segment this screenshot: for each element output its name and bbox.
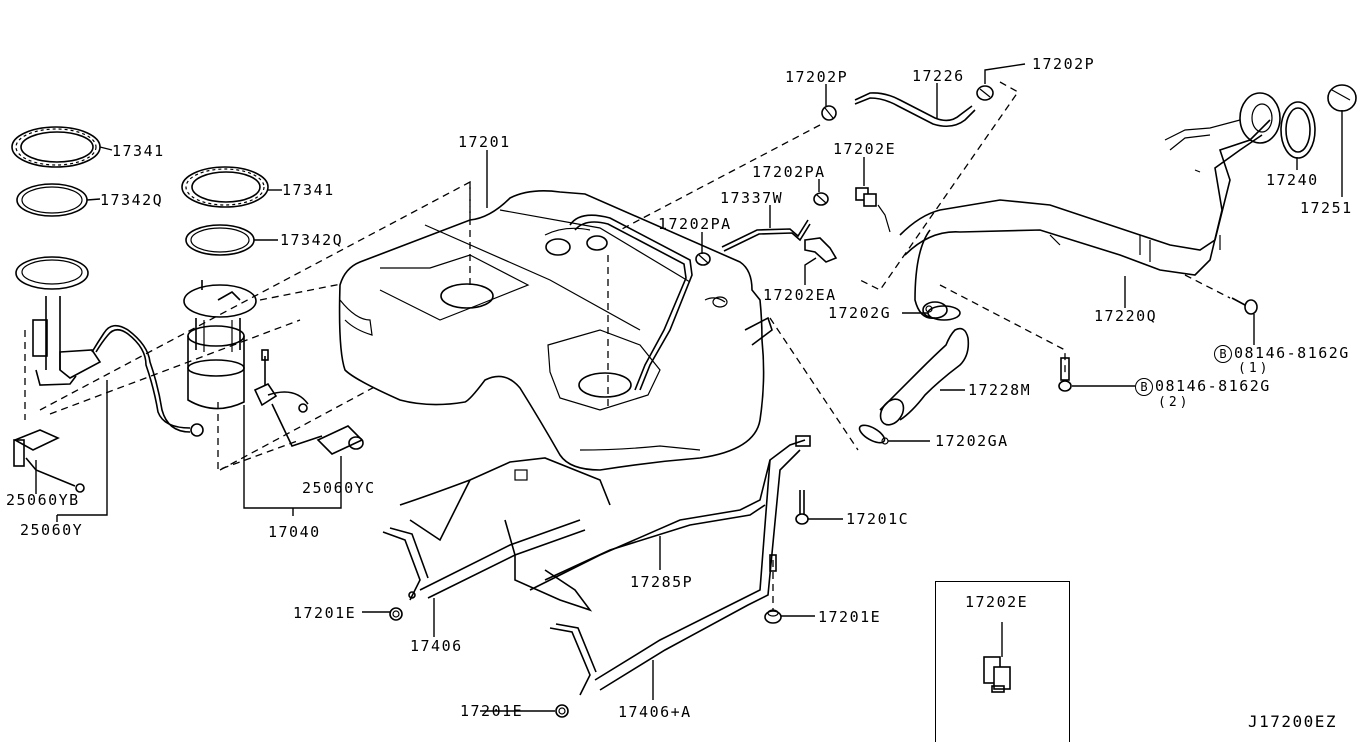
seal-17342q-center[interactable] <box>185 224 255 256</box>
tank-band-17406a[interactable] <box>549 435 811 696</box>
fuel-tank-17201[interactable] <box>338 182 773 471</box>
leader-lines <box>35 63 1343 712</box>
inset-label-17202e[interactable]: 17202E <box>965 593 1029 611</box>
bolt-08146-8162g-1[interactable] <box>1184 274 1258 315</box>
heat-insulator-17285p[interactable] <box>399 457 771 612</box>
label-17202g[interactable]: 17202G <box>828 304 892 322</box>
hose-17226[interactable] <box>854 92 976 128</box>
seal-17342q-left[interactable] <box>16 183 88 217</box>
bolt-b-icon: B <box>1135 378 1153 396</box>
label-25060yc[interactable]: 25060YC <box>302 479 376 497</box>
label-17337w[interactable]: 17337W <box>720 189 784 207</box>
label-17220q[interactable]: 17220Q <box>1094 307 1158 325</box>
label-17406a[interactable]: 17406+A <box>618 703 692 721</box>
label-17342q-left[interactable]: 17342Q <box>100 191 164 209</box>
nut-17201e-right[interactable] <box>764 609 782 624</box>
inset-clip-artwork <box>983 622 1011 693</box>
clamp-17202p-left[interactable] <box>821 105 837 121</box>
label-25060y[interactable]: 25060Y <box>20 521 84 539</box>
lock-ring-17341-left[interactable] <box>11 126 101 168</box>
label-17228m[interactable]: 17228M <box>968 381 1032 399</box>
label-17201e-bottom[interactable]: 17201E <box>460 702 524 720</box>
fuel-pump-module-17040[interactable] <box>183 280 364 455</box>
tank-band-17406[interactable] <box>382 519 586 601</box>
inset-detail-box <box>935 581 1070 742</box>
label-17202ea[interactable]: 17202EA <box>763 286 837 304</box>
label-17202p-left[interactable]: 17202P <box>785 68 849 86</box>
diagram-code: J17200EZ <box>1248 712 1338 731</box>
label-17201c[interactable]: 17201C <box>846 510 910 528</box>
nut-17201e-left[interactable] <box>389 607 403 621</box>
bolt-b-icon: B <box>1214 345 1232 363</box>
clip-17202ea[interactable] <box>804 237 838 263</box>
bolt-2-qty: (2) <box>1158 395 1191 410</box>
label-25060yb[interactable]: 25060YB <box>6 491 80 509</box>
bolt-1-qty: (1) <box>1238 361 1271 376</box>
bolt-17201c[interactable] <box>795 490 809 525</box>
label-17202e[interactable]: 17202E <box>833 140 897 158</box>
filler-cap-17251[interactable] <box>1327 84 1357 112</box>
label-17341-left[interactable]: 17341 <box>112 142 165 160</box>
clamp-17202pa-upper[interactable] <box>813 192 829 206</box>
label-17201e-left[interactable]: 17201E <box>293 604 357 622</box>
fuel-level-sender-25060y[interactable] <box>13 256 204 493</box>
label-17285p[interactable]: 17285P <box>630 573 694 591</box>
label-17201e-right[interactable]: 17201E <box>818 608 882 626</box>
clamp-17202pa-lower[interactable] <box>695 252 711 266</box>
clamp-17202p-right[interactable] <box>976 85 994 101</box>
label-17202ga[interactable]: 17202GA <box>935 432 1009 450</box>
label-17240[interactable]: 17240 <box>1266 171 1319 189</box>
nut-17201e-bottom[interactable] <box>555 704 569 718</box>
label-17202p-right[interactable]: 17202P <box>1032 55 1096 73</box>
label-17040[interactable]: 17040 <box>268 523 321 541</box>
label-17226[interactable]: 17226 <box>912 67 965 85</box>
label-17341-center[interactable]: 17341 <box>282 181 335 199</box>
label-17251[interactable]: 17251 <box>1300 199 1353 217</box>
label-17202pa-upper[interactable]: 17202PA <box>752 163 826 181</box>
hose-17337w[interactable] <box>721 219 811 252</box>
lock-ring-17341-center[interactable] <box>181 166 269 208</box>
bolt-08146-8162g-2[interactable] <box>939 284 1072 392</box>
clip-17202e[interactable] <box>855 187 891 233</box>
filler-hose-17228m[interactable] <box>876 327 970 430</box>
clamp-17202g[interactable] <box>925 305 961 321</box>
bolt-2-code: 08146-8162G <box>1155 377 1271 395</box>
label-17201[interactable]: 17201 <box>458 133 511 151</box>
label-17342q-center[interactable]: 17342Q <box>280 231 344 249</box>
clamp-17202ga[interactable] <box>857 422 889 446</box>
bolt-1-code: 08146-8162G <box>1234 344 1350 362</box>
label-17202pa-lower[interactable]: 17202PA <box>658 215 732 233</box>
filler-tube-17220q[interactable] <box>899 92 1281 319</box>
label-17406[interactable]: 17406 <box>410 637 463 655</box>
gasket-17240[interactable] <box>1280 101 1316 159</box>
